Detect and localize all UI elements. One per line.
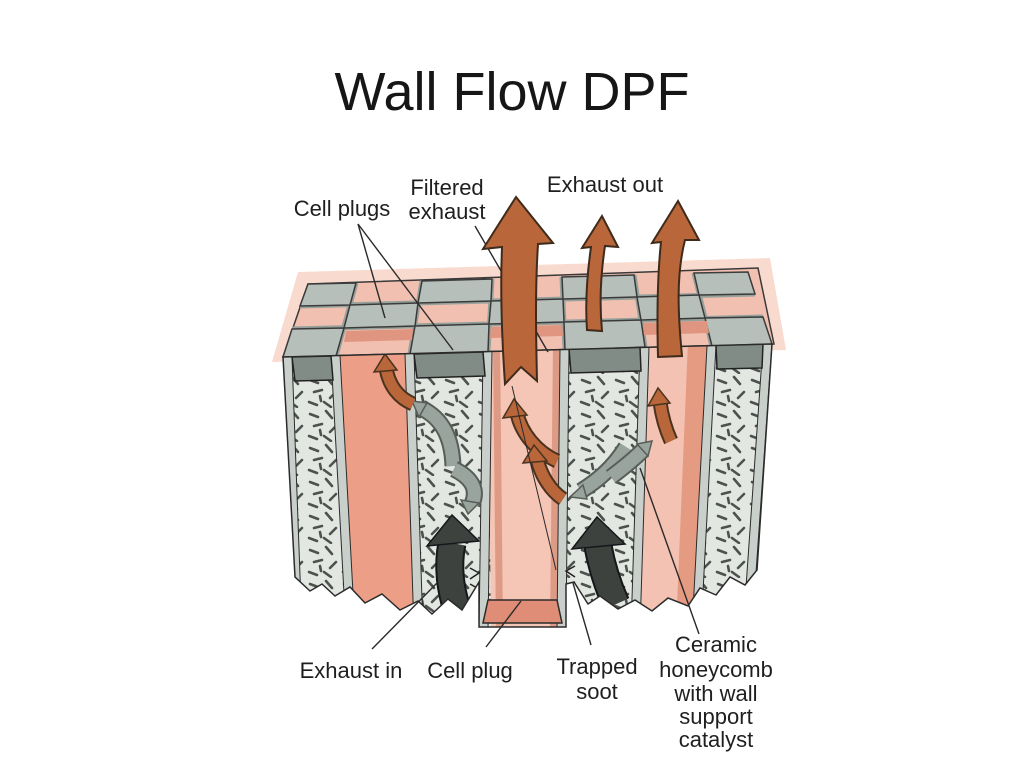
label-ceramic-line5: catalyst [679, 727, 754, 752]
bottom-cell-plug [482, 599, 563, 624]
porous-walls [283, 344, 772, 627]
label-cell-plug: Cell plug [427, 658, 513, 683]
label-exhaust-out: Exhaust out [547, 172, 663, 197]
exhaust-out-arrow-right [650, 199, 701, 359]
top-cell-plugs [281, 271, 774, 358]
label-trapped-soot-line1: Trapped [556, 654, 637, 679]
exhaust-out-arrow-large [481, 195, 555, 387]
outlet-channel-2-left-shade [493, 346, 503, 627]
slide-title: Wall Flow DPF [334, 62, 689, 122]
label-trapped-soot-line2: soot [576, 679, 618, 704]
torn-edge-outline [282, 343, 773, 628]
filtered-flow-arrows [372, 352, 678, 506]
soot-arrows [425, 513, 630, 615]
exhaust-out-arrows [481, 195, 701, 387]
label-filtered-exhaust-line1: Filtered [410, 175, 483, 200]
front-cell-plug-caps [291, 344, 764, 382]
label-ceramic-line4: support [679, 704, 752, 729]
outlet-channel-1 [331, 348, 424, 627]
label-filtered-exhaust-line2: exhaust [408, 199, 485, 224]
label-ceramic-line3: with wall [673, 681, 757, 706]
exhaust-out-arrow-middle [580, 213, 620, 333]
wall-flow-arrows [410, 400, 654, 516]
label-ceramic-line2: honeycomb [659, 657, 773, 682]
label-ceramic-line1: Ceramic [675, 632, 757, 657]
label-cell-plugs: Cell plugs [294, 196, 391, 221]
label-exhaust-in: Exhaust in [300, 658, 403, 683]
front-face [283, 344, 772, 627]
